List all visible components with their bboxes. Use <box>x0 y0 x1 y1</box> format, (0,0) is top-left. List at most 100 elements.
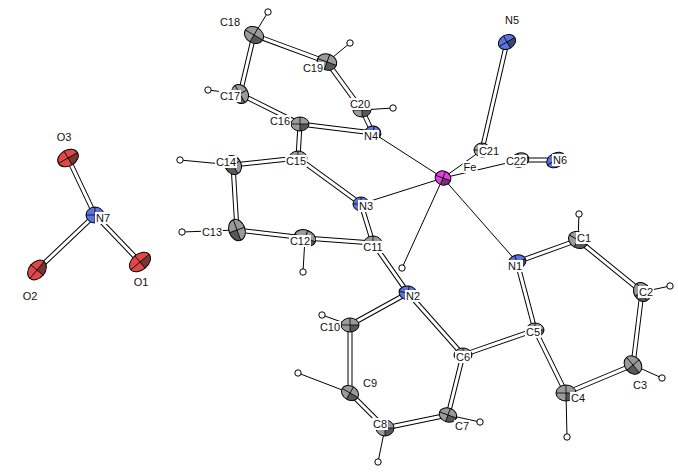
bond-outline <box>408 293 463 355</box>
ellipsoid-body <box>241 23 266 47</box>
hydrogen-atom <box>659 375 665 381</box>
thermal-ellipsoid <box>433 169 453 188</box>
ellipsoid-body <box>24 256 50 283</box>
thermal-ellipsoid <box>454 348 472 362</box>
thermal-ellipsoid <box>339 382 362 403</box>
ellipsoid-axis <box>504 36 511 48</box>
hydrogen-atom <box>300 269 306 275</box>
hydrogen-layer <box>177 9 673 465</box>
hydrogen-atom <box>477 419 483 425</box>
bond-outline <box>350 293 408 325</box>
atom-label: C15 <box>285 155 307 167</box>
hydrogen-atom <box>205 87 211 93</box>
atom-label: O2 <box>22 290 39 302</box>
atom-label: C9 <box>362 377 378 389</box>
bond-outline <box>37 215 95 270</box>
thermal-ellipsoid <box>291 117 309 131</box>
ellipsoid-axis <box>350 318 351 332</box>
bond-fill <box>298 158 361 204</box>
ellipsoid-axis <box>300 117 301 131</box>
coordination-bond <box>373 133 443 178</box>
hydrogen-atom <box>564 434 570 440</box>
atom-label: C17 <box>219 90 241 102</box>
thermal-ellipsoid <box>630 279 654 304</box>
bond-outline <box>298 158 361 204</box>
atom-label: C22 <box>505 155 527 167</box>
atom-layer <box>24 23 654 436</box>
thermal-ellipsoid <box>241 23 266 47</box>
atom-label: C8 <box>372 418 388 430</box>
bond-outline <box>566 365 633 393</box>
ellipsoid-axis <box>131 254 149 269</box>
hydrogen-atom <box>295 370 301 376</box>
thermal-ellipsoid <box>24 256 50 283</box>
atom-label: N1 <box>507 260 523 272</box>
atom-label: N4 <box>363 130 379 142</box>
thermal-ellipsoid <box>506 252 528 271</box>
bond-fill <box>68 158 95 215</box>
bond-fill <box>350 293 408 325</box>
ellipsoid-axis <box>229 227 244 232</box>
atom-label: C6 <box>455 351 471 363</box>
bond-fill <box>385 415 448 428</box>
coordination-bond <box>443 178 517 262</box>
ellipsoid-octant <box>627 365 640 378</box>
ellipsoid-body <box>341 318 359 332</box>
thermal-ellipsoid <box>341 318 359 332</box>
bond-fill <box>482 42 507 150</box>
atom-label: C21 <box>478 145 500 157</box>
bond-layer <box>37 12 670 462</box>
atom-label: C3 <box>632 379 648 391</box>
ellipsoid-body <box>496 31 519 52</box>
ellipsoid-body <box>620 352 645 378</box>
atom-label: C13 <box>201 226 223 238</box>
ellipsoid-body <box>364 125 382 142</box>
ellipsoid-axis <box>446 408 451 421</box>
bond-outline <box>482 42 507 150</box>
ellipsoid-body <box>630 279 654 304</box>
thermal-ellipsoid <box>226 217 249 243</box>
atom-label: O3 <box>56 131 73 143</box>
atom-label: C1 <box>576 232 592 244</box>
bond-fill <box>566 365 633 393</box>
ellipsoid-body <box>544 149 568 171</box>
ellipsoid-octant <box>300 124 309 131</box>
ellipsoid-axis <box>566 385 567 401</box>
atom-label: C7 <box>454 420 470 432</box>
thermal-ellipsoid <box>364 125 382 142</box>
bond-outline <box>633 292 642 365</box>
atom-label: C16 <box>269 115 291 127</box>
bond-fill <box>37 215 95 270</box>
ellipsoid-axis <box>441 171 446 184</box>
ellipsoid-body <box>54 146 81 171</box>
ellipsoid-body <box>339 382 362 403</box>
ellipsoid-axis <box>324 54 329 69</box>
thermal-ellipsoid <box>54 146 81 171</box>
hydrogen-atom <box>179 229 185 235</box>
bond-fill <box>517 240 578 262</box>
bond-outline <box>578 240 642 292</box>
ellipsoid-axis <box>64 151 72 165</box>
ellipsoid-axis <box>250 28 258 42</box>
bond-outline <box>348 325 353 393</box>
atom-label: Fe <box>463 161 478 173</box>
thermal-ellipsoid <box>496 31 519 52</box>
ellipsoid-body <box>454 348 472 362</box>
bond-fill <box>535 330 566 393</box>
atom-label: C5 <box>525 326 541 338</box>
ellipsoid-octant <box>37 262 50 276</box>
bond-outline <box>68 158 95 215</box>
atom-label: N7 <box>95 212 111 224</box>
ellipsoid-axis <box>30 262 44 279</box>
bond-outline <box>385 415 448 428</box>
atom-label: C20 <box>349 98 371 110</box>
bond-outline <box>448 355 463 415</box>
bond-fill <box>349 325 352 393</box>
ellipsoid-axis <box>31 265 43 275</box>
ellipsoid-axis <box>347 387 354 399</box>
hydrogen-atom <box>375 459 381 465</box>
hydrogen-atom <box>265 9 271 15</box>
hydrogen-atom <box>319 312 325 318</box>
bond-fill <box>408 293 463 355</box>
